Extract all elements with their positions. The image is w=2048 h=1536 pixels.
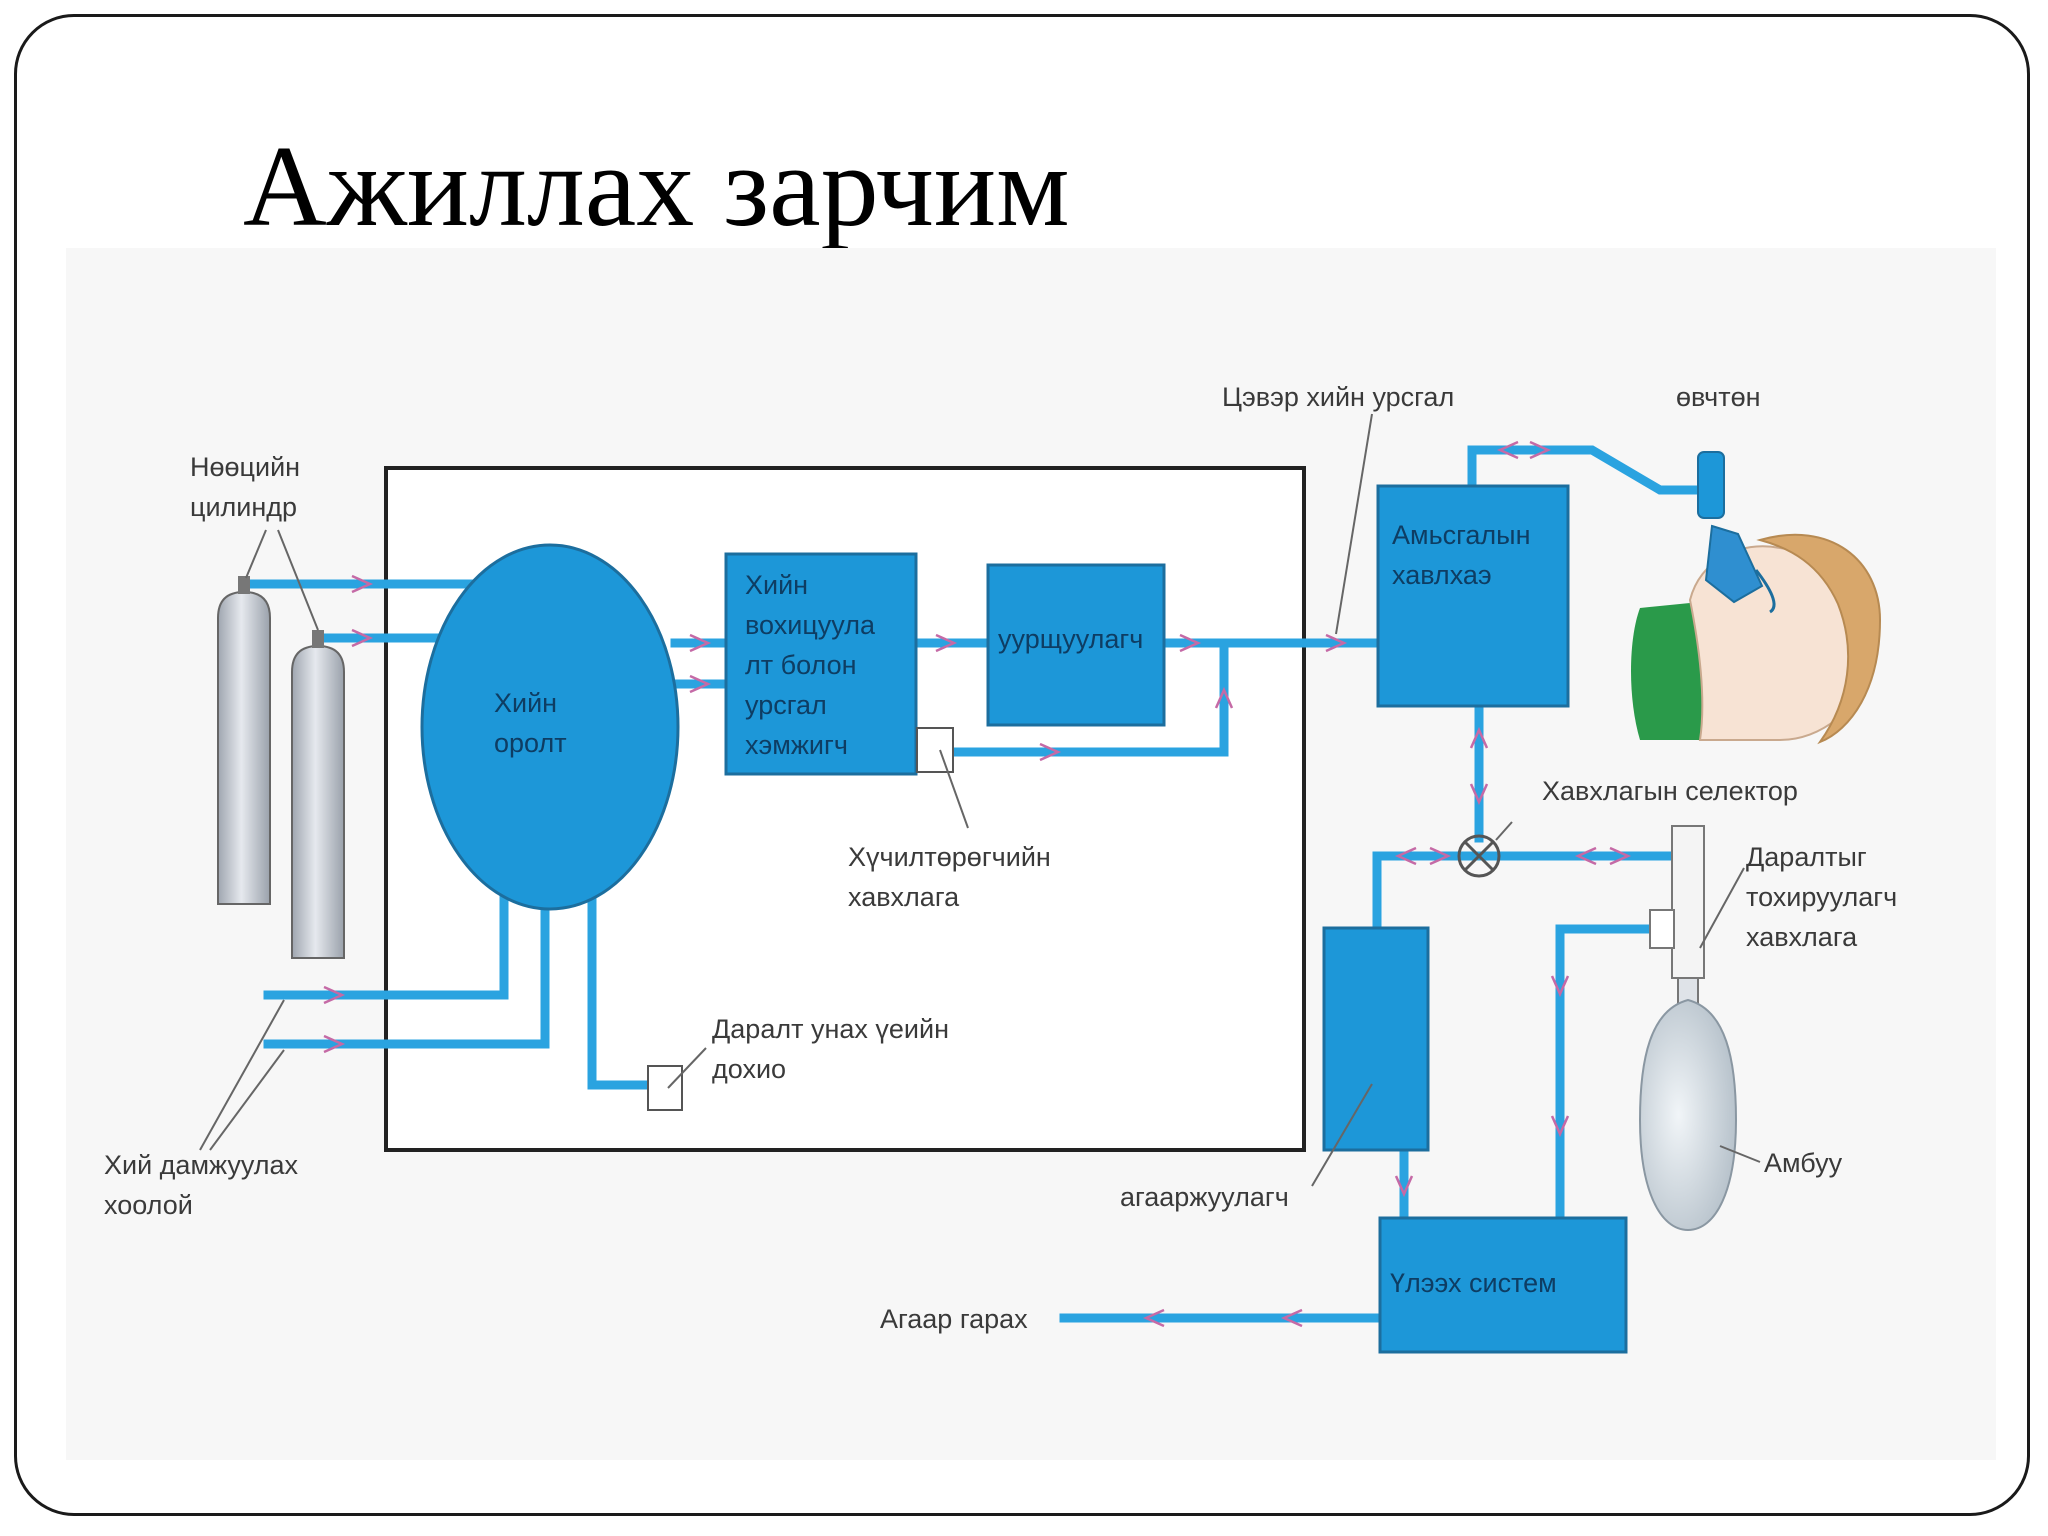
leader-line (1699, 867, 1745, 949)
valve-selector-symbol (1457, 834, 1501, 878)
flow-arrow (935, 633, 958, 653)
label-bag: Амбуу (1764, 1148, 1843, 1178)
ventilator-box (1322, 926, 1430, 1152)
label-fresh-gas: Цэвэр хийн урсгал (1222, 382, 1454, 412)
flow-arrow (1142, 1308, 1165, 1328)
vaporizer-box (986, 563, 1166, 727)
label-pressure-alarm-1: Даралт унах үеийн (712, 1014, 949, 1044)
oxygen-flush-box (916, 727, 954, 773)
pipe-apl-exhale (1555, 924, 1677, 1223)
gas-cylinders (217, 576, 345, 959)
label-cylinders-2: цилиндр (190, 492, 297, 522)
leader-line (939, 749, 969, 829)
flow-arrow (1469, 726, 1489, 749)
exhale-system-box (1378, 1216, 1628, 1354)
label-vaporizer: уурщуулагч (998, 624, 1143, 654)
pressure-alarm-box (647, 1065, 683, 1111)
flow-arrow (351, 574, 374, 594)
flow-arrow (1496, 440, 1519, 460)
flow-arrow (1550, 1115, 1570, 1138)
label-breathing-valve-1: Амьсгалын (1392, 520, 1530, 550)
apl-valve-body (1671, 825, 1705, 979)
breathing-bag (1638, 998, 1738, 1232)
label-gas-inlet-1: Хийн (494, 688, 557, 718)
leader-line (209, 1049, 285, 1151)
flow-arrow (1529, 440, 1552, 460)
flow-arrow (1429, 846, 1452, 866)
flow-arrow (689, 674, 712, 694)
cylinder-1 (217, 590, 271, 905)
label-breathing-valve-2: хавлхаэ (1392, 560, 1492, 590)
flow-arrow (1550, 975, 1570, 998)
label-cylinders-1: Нөөцийн (190, 452, 300, 482)
label-apl-valve-1: Даралтыг (1746, 842, 1867, 872)
label-patient: өвчтөн (1676, 382, 1761, 412)
oxygen-mask (1704, 524, 1764, 604)
pipe-oxygen-flush (943, 638, 1229, 757)
flow-arrow (1609, 846, 1632, 866)
leader-line (245, 529, 267, 579)
flow-arrow (1179, 633, 1202, 653)
flow-arrow (1394, 846, 1417, 866)
label-regulator-2: вохицуула (745, 610, 876, 640)
label-regulator-3: лт болон (745, 650, 857, 680)
pipe-hose-2 (263, 895, 550, 1049)
leader-lines (199, 413, 1761, 1187)
label-booster-valve-1: Хүчилтөрөгчийн (848, 842, 1051, 872)
label-booster-valve-2: хавхлага (848, 882, 960, 912)
cylinder-2 (291, 644, 345, 959)
flow-arrow (1280, 1308, 1303, 1328)
leader-line (1719, 1145, 1761, 1163)
gas-inlet-ellipse (420, 543, 680, 911)
leader-line (1311, 1083, 1373, 1187)
label-gas-inlet-2: оролт (494, 728, 567, 758)
cylinder-2-valve (312, 630, 324, 648)
label-regulator-4: урсгал (745, 690, 827, 720)
pipe-hose-1 (263, 895, 509, 1000)
label-apl-valve-2: тохируулагч (1746, 882, 1897, 912)
flow-arrow (323, 1034, 346, 1054)
flow-arrow (1325, 633, 1348, 653)
pipe-alarm (587, 895, 653, 1090)
leader-line (199, 999, 285, 1151)
regulator-box (724, 552, 918, 776)
label-gas-pipes-2: хоолой (104, 1190, 193, 1220)
label-gas-pipes-1: Хий дамжуулах (104, 1150, 299, 1180)
label-ventilator: агааржуулагч (1120, 1182, 1289, 1212)
leader-line (667, 1047, 707, 1089)
apl-valve-port (1649, 909, 1675, 949)
cylinder-1-valve (238, 576, 250, 594)
flow-arrow (1469, 783, 1489, 806)
flow-arrow (1394, 1175, 1414, 1198)
leader-line (1335, 413, 1373, 635)
mask-connector (1697, 451, 1725, 519)
diagram-labels: Нөөцийн цилиндр Хий дамжуулах хоолой Хий… (104, 382, 1897, 1334)
leader-line (277, 529, 319, 631)
leader-line (1495, 821, 1513, 841)
flow-arrow (351, 628, 374, 648)
label-valve-selector: Хавхлагын селектор (1542, 776, 1798, 806)
label-regulator-5: хэмжигч (745, 730, 848, 760)
flow-arrow (1574, 846, 1597, 866)
label-pressure-alarm-2: дохио (712, 1054, 786, 1084)
slide-title: Ажиллах зарчим (243, 123, 1070, 251)
patient-hair (1756, 533, 1882, 745)
mask-strap (1754, 569, 1776, 614)
flow-arrow (689, 633, 712, 653)
patient-illustration (1631, 451, 1882, 745)
label-regulator-1: Хийн (745, 570, 808, 600)
flow-arrow (323, 985, 346, 1005)
flow-arrow (1039, 742, 1062, 762)
label-air-out: Агаар гарах (880, 1304, 1028, 1334)
label-apl-valve-3: хавхлага (1746, 922, 1858, 952)
breathing-valve-box (1376, 484, 1570, 708)
flow-arrow (1214, 686, 1234, 709)
pipe-patient (1467, 445, 1705, 495)
flow-arrows (323, 440, 1686, 1328)
valve-selector-cross (1463, 840, 1495, 872)
label-exhale-system: Үлээх систем (1390, 1268, 1557, 1298)
